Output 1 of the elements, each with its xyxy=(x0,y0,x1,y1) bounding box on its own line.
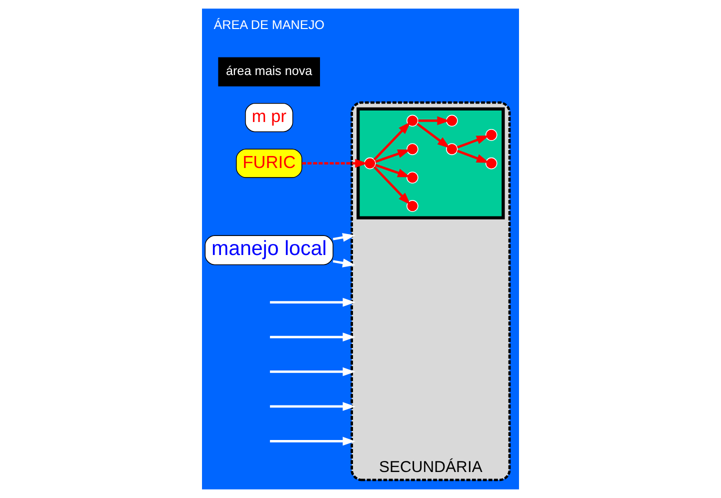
label: ÁREA DE MANEJO xyxy=(214,18,324,32)
